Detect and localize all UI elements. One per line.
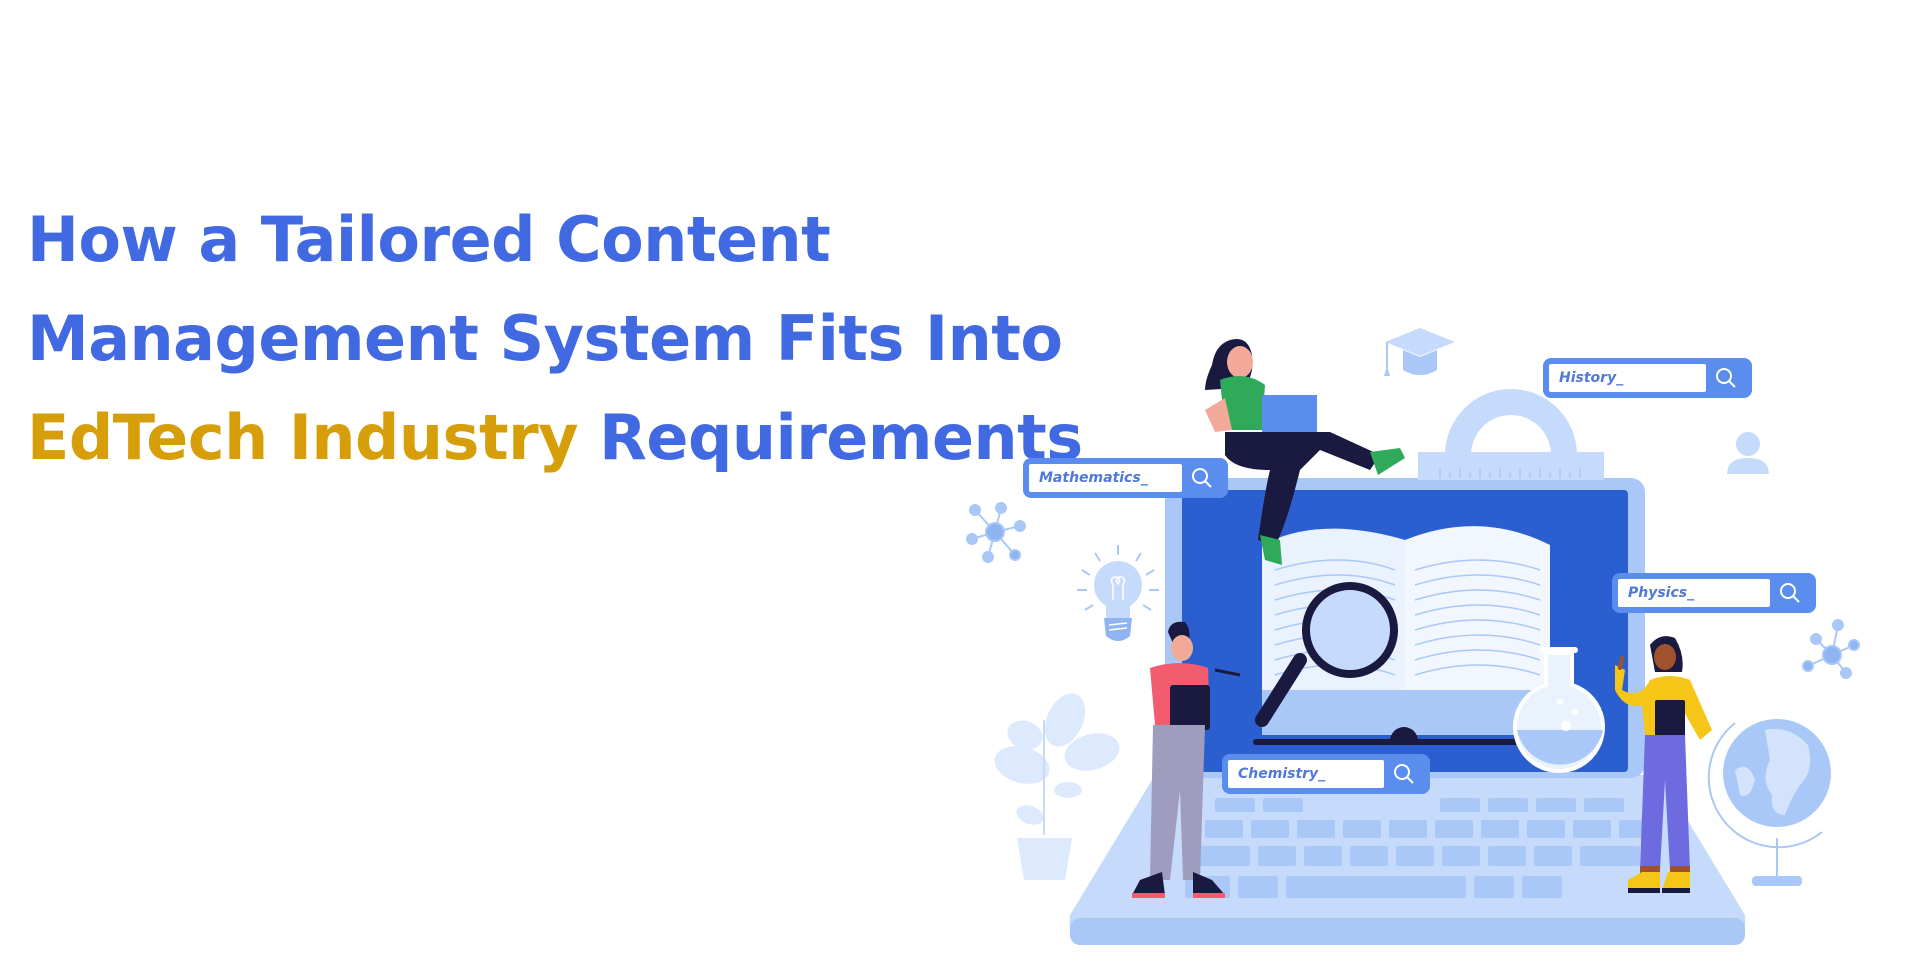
search-bar-mathematics[interactable]: Mathematics_ [1023,458,1228,498]
search-input-chemistry[interactable]: Chemistry_ [1228,760,1384,788]
woman-in-yellow-figure [1615,636,1712,893]
user-icon [1727,432,1769,474]
search-bar-physics[interactable]: Physics_ [1612,573,1816,613]
search-input-history[interactable]: History_ [1549,364,1706,392]
globe-icon [1707,719,1831,886]
heading-line-2: Management System Fits Into [27,302,1063,375]
search-icon[interactable] [1182,463,1222,493]
heading-line-3-rest: Requirements [578,401,1083,474]
plant-icon [994,693,1120,880]
woman-with-laptop-figure [1205,339,1405,565]
protractor-icon [1418,389,1604,480]
lightbulb-icon [1077,545,1159,641]
heading-highlight: EdTech Industry [27,401,579,474]
search-icon[interactable] [1384,759,1424,789]
heading-line-1: How a Tailored Content [27,203,831,276]
search-input-mathematics[interactable]: Mathematics_ [1029,464,1182,492]
search-icon[interactable] [1706,363,1746,393]
molecule-icon [966,502,1026,563]
search-input-physics[interactable]: Physics_ [1618,579,1770,607]
open-book-icon [1253,526,1550,745]
flask-icon [1513,647,1605,774]
search-bar-chemistry[interactable]: Chemistry_ [1222,754,1430,794]
laptop-icon [1069,775,1746,945]
graduation-cap-icon [1384,328,1455,376]
molecule-icon [1802,619,1860,679]
man-with-clipboard-figure [1132,621,1241,898]
search-icon[interactable] [1770,578,1810,608]
heading-line-3: EdTech Industry Requirements [27,388,1083,487]
hero-heading: How a Tailored Content Management System… [27,190,1083,487]
magnifying-glass-icon [1255,582,1398,727]
search-bar-history[interactable]: History_ [1543,358,1752,398]
